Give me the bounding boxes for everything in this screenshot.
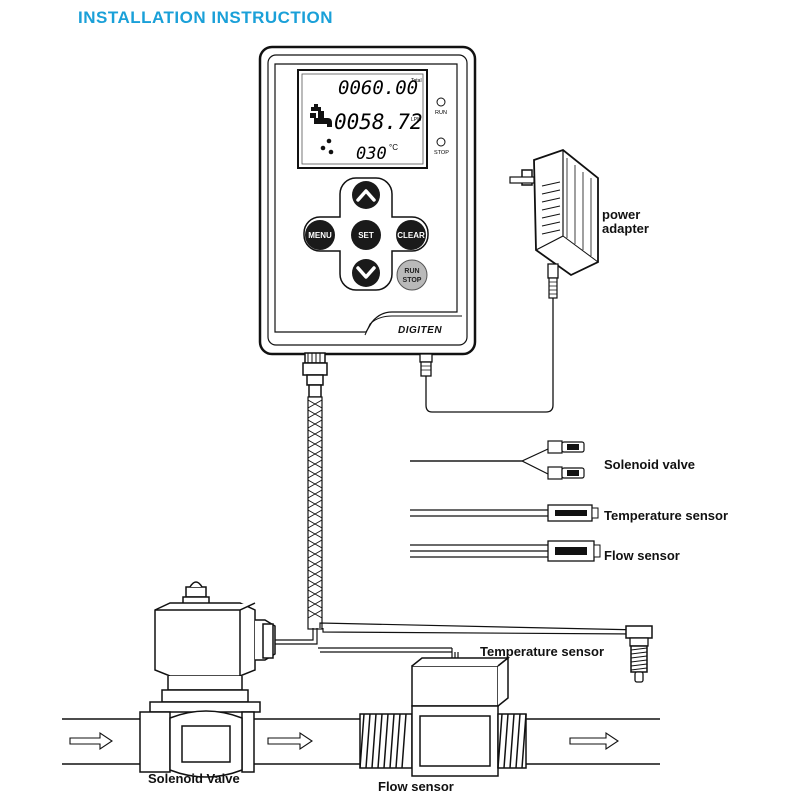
chevron-up-icon (356, 189, 376, 202)
wires (268, 622, 641, 660)
lcd-temp-value: 030 (356, 144, 387, 164)
power-plug (419, 353, 433, 377)
menu-button-label: MENU (308, 231, 332, 240)
stop-indicator: STOP (434, 137, 449, 156)
down-arrow-button[interactable] (352, 259, 380, 287)
clear-button[interactable]: CLEAR (396, 220, 426, 250)
controller-unit: 0060.00 Total 0058.72 LPM 030 °C (258, 45, 477, 356)
temperature-connector-label: Temperature sensor (604, 508, 729, 523)
set-button-label: SET (358, 231, 374, 240)
run-stop-label-2: STOP (403, 277, 422, 284)
flow-arrows (69, 731, 619, 751)
up-arrow-button[interactable] (352, 181, 380, 209)
solenoid-connector-label: Solenoid valve (604, 457, 696, 472)
lcd-display: 0060.00 Total 0058.72 LPM 030 °C (297, 69, 428, 169)
power-adapter-label: power adapter (602, 208, 649, 236)
lcd-temp-unit: °C (389, 143, 398, 152)
flow-sensor-label: Flow sensor (378, 779, 454, 794)
flow-sensor-connector (410, 540, 601, 562)
brand-logo: DIGITEN (398, 325, 442, 336)
water-pipe (62, 718, 660, 765)
flow-arrow-icon (69, 731, 113, 751)
menu-button[interactable]: MENU (305, 220, 335, 250)
flow-arrow-icon (267, 731, 313, 751)
set-button[interactable]: SET (351, 220, 381, 250)
lcd-total-value: 0060.00 (338, 77, 418, 99)
temperature-sensor-connector (410, 504, 599, 522)
solenoid-valve (139, 581, 276, 778)
clear-button-label: CLEAR (397, 231, 425, 240)
chevron-down-icon (356, 266, 376, 279)
faucet-icon (310, 104, 334, 155)
lcd-rate-value: 0058.72 (334, 110, 423, 134)
lcd-total-unit: Total (411, 78, 422, 84)
flow-sensor (359, 656, 527, 777)
flow-connector-label: Flow sensor (604, 548, 680, 563)
temperature-probe (625, 625, 653, 683)
page-title: INSTALLATION INSTRUCTION (78, 8, 334, 27)
run-indicator: RUN (435, 97, 447, 116)
power-cable (425, 298, 554, 413)
run-indicator-label: RUN (435, 110, 447, 116)
cable-gland (302, 352, 328, 398)
run-stop-button[interactable]: RUN STOP (396, 259, 428, 291)
solenoid-valve-label: Solenoid Valve (148, 771, 240, 786)
power-adapter-label-line1: power (602, 207, 641, 222)
run-stop-label-1: RUN (404, 268, 419, 275)
temperature-sensor-label: Temperature sensor (480, 644, 605, 659)
button-cluster: MENU SET CLEAR RUN STOP (303, 177, 429, 291)
stop-indicator-label: STOP (434, 150, 449, 156)
power-adapter (509, 148, 599, 299)
power-adapter-label-line2: adapter (602, 221, 649, 236)
flow-arrow-icon (569, 731, 619, 751)
braided-cable (307, 396, 323, 630)
lcd-rate-unit: LPM (411, 117, 421, 123)
solenoid-valve-connector (410, 440, 585, 480)
